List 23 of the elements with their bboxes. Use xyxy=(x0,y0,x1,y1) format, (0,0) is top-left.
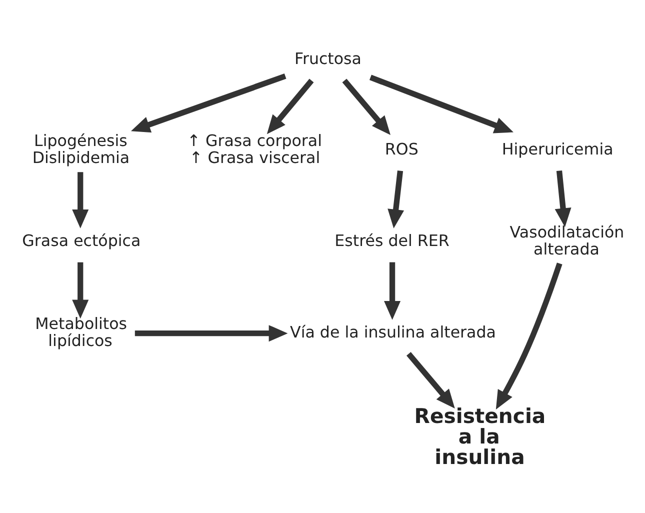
node-text: ↑ Grasa corporal ↑ Grasa visceral xyxy=(187,130,322,167)
arrow xyxy=(369,74,514,134)
node-text: Resistencia a la insulina xyxy=(414,404,546,469)
arrow xyxy=(131,73,286,133)
arrow xyxy=(388,170,404,228)
node-text: Vasodilatación alterada xyxy=(510,222,624,258)
arrow xyxy=(342,78,390,136)
arrow xyxy=(72,262,89,319)
node-text: Vía de la insulina alterada xyxy=(290,322,496,342)
node-text: Estrés del RER xyxy=(334,230,450,250)
node-text: ROS xyxy=(384,139,418,158)
arrow xyxy=(134,325,288,342)
arrow xyxy=(406,352,455,408)
node-text: Grasa ectópica xyxy=(22,230,141,250)
arrow xyxy=(72,172,89,228)
node-text: Lipogénesis Dislipidemia xyxy=(32,130,130,167)
arrow xyxy=(266,78,314,134)
node-text: Metabolitos lipídicos xyxy=(35,314,128,350)
node-text: Fructosa xyxy=(294,49,362,68)
node-text: Hiperuricemia xyxy=(502,139,614,158)
arrow xyxy=(496,262,562,410)
arrow xyxy=(554,170,572,228)
arrow xyxy=(384,262,401,320)
